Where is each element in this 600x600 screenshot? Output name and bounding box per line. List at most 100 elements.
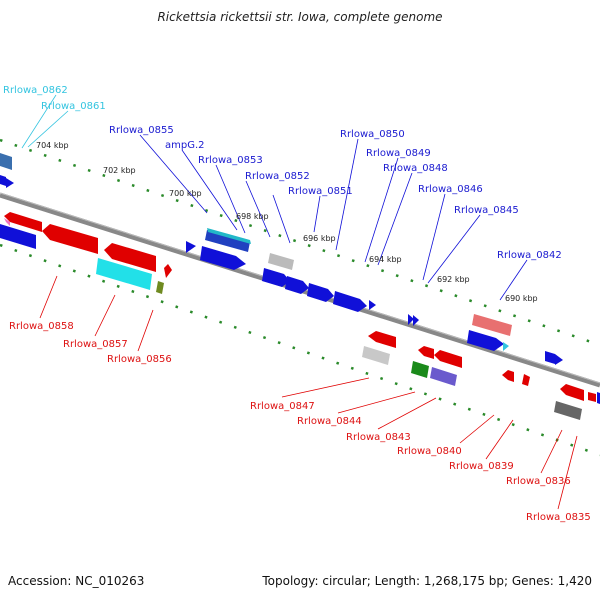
gene-block — [285, 276, 309, 294]
genome-info-text: Topology: circular; Length: 1,268,175 bp… — [262, 574, 592, 588]
gene-block — [408, 314, 414, 325]
callout-line — [459, 414, 495, 444]
callout-line — [94, 294, 116, 337]
gene-block — [522, 374, 530, 386]
gene-block — [418, 346, 434, 359]
gene-label[interactable]: ampG.2 — [165, 140, 205, 151]
callout-line — [499, 259, 528, 301]
tick-label: 696 kbp — [303, 234, 336, 243]
tick-label: 692 kbp — [437, 275, 470, 284]
callout-line — [427, 214, 481, 284]
gene-block — [4, 218, 10, 226]
gene-label[interactable]: Rrlowa_0850 — [340, 129, 405, 140]
gene-label[interactable]: Rrlowa_0835 — [526, 512, 591, 523]
tick-label: 702 kbp — [103, 166, 136, 175]
reverse-labels: Rrlowa_0858 Rrlowa_0857 Rrlowa_0856 Rrlo… — [9, 321, 591, 523]
callout-line — [27, 110, 69, 148]
gene-label[interactable]: Rrlowa_0861 — [41, 101, 106, 112]
accession-text: Accession: NC_010263 — [8, 574, 145, 588]
gene-block — [4, 212, 42, 232]
gene-label[interactable]: Rrlowa_0853 — [198, 155, 263, 166]
gene-label[interactable]: Rrlowa_0857 — [63, 339, 128, 350]
highlight-labels: Rrlowa_0862 Rrlowa_0861 — [3, 85, 106, 112]
gene-block — [413, 315, 419, 326]
forward-labels: Rrlowa_0855 ampG.2 Rrlowa_0853 Rrlowa_08… — [109, 125, 562, 261]
gene-block — [588, 392, 596, 402]
gene-block — [430, 367, 457, 386]
gene-block — [268, 253, 294, 270]
gene-label[interactable]: Rrlowa_0852 — [245, 171, 310, 182]
reverse-genes — [0, 212, 596, 420]
callout-line — [377, 172, 413, 266]
gene-label[interactable]: Rrlowa_0848 — [383, 163, 448, 174]
gene-label[interactable]: Rrlowa_0851 — [288, 186, 353, 197]
gene-block — [262, 268, 290, 287]
callout-line — [337, 391, 416, 414]
gene-block — [554, 401, 582, 420]
callout-line — [21, 94, 57, 149]
callout-line — [272, 194, 291, 244]
gene-block — [597, 392, 600, 404]
gene-block — [104, 243, 156, 272]
gene-block — [369, 300, 376, 310]
gene-block — [0, 153, 12, 170]
gene-block — [560, 384, 584, 401]
gene-label[interactable]: Rrlowa_0839 — [449, 461, 514, 472]
gene-block — [6, 178, 14, 188]
tick-label: 694 kbp — [369, 255, 402, 264]
gene-block — [545, 351, 555, 364]
gene-block — [502, 370, 514, 382]
gene-block — [164, 264, 172, 278]
callout-line — [137, 309, 154, 352]
gc-track-upper — [0, 138, 600, 347]
gene-label[interactable]: Rrlowa_0836 — [506, 476, 571, 487]
gene-label[interactable]: Rrlowa_0858 — [9, 321, 74, 332]
gene-block — [503, 342, 509, 351]
gene-block — [307, 283, 334, 302]
callout-line — [485, 419, 514, 460]
gene-block — [96, 258, 152, 290]
tick-label: 690 kbp — [505, 294, 538, 303]
gene-block — [362, 346, 390, 365]
gene-label[interactable]: Rrlowa_0846 — [418, 184, 483, 195]
gene-block — [205, 230, 250, 252]
callout-lines — [21, 94, 578, 510]
tick-label: 700 kbp — [169, 189, 202, 198]
gene-block — [472, 314, 512, 336]
tick-label: 698 kbp — [236, 212, 269, 221]
gene-block — [200, 246, 246, 270]
callout-line — [557, 435, 578, 510]
callout-line — [422, 193, 446, 281]
callout-line — [245, 180, 271, 238]
gene-block — [555, 354, 563, 365]
gene-label[interactable]: Rrlowa_0855 — [109, 125, 174, 136]
callout-line — [540, 429, 563, 474]
callout-line — [215, 164, 246, 234]
callout-line — [281, 377, 370, 398]
gene-label[interactable]: Rrlowa_0862 — [3, 85, 68, 96]
gene-label[interactable]: Rrlowa_0847 — [250, 401, 315, 412]
tick-label: 704 kbp — [36, 141, 69, 150]
callout-line — [181, 149, 238, 231]
callout-line — [377, 397, 437, 430]
gene-label[interactable]: Rrlowa_0844 — [297, 416, 362, 427]
gene-label[interactable]: Rrlowa_0845 — [454, 205, 519, 216]
gene-label[interactable]: Rrlowa_0849 — [366, 148, 431, 159]
gene-label[interactable]: Rrlowa_0842 — [497, 250, 562, 261]
gene-block — [42, 224, 98, 254]
gene-block — [368, 331, 396, 348]
gene-label[interactable]: Rrlowa_0840 — [397, 446, 462, 457]
callout-line — [313, 195, 321, 233]
gene-block — [186, 241, 196, 253]
gene-label[interactable]: Rrlowa_0843 — [346, 432, 411, 443]
gene-block — [434, 350, 462, 368]
tick-labels: 704 kbp 702 kbp 700 kbp 698 kbp 696 kbp … — [36, 141, 538, 303]
gene-label[interactable]: Rrlowa_0856 — [107, 354, 172, 365]
gene-block — [467, 330, 504, 351]
gene-block — [0, 224, 36, 249]
gene-block — [207, 228, 251, 244]
gene-block — [411, 361, 429, 378]
callout-line — [335, 138, 359, 251]
gene-block — [333, 291, 367, 312]
